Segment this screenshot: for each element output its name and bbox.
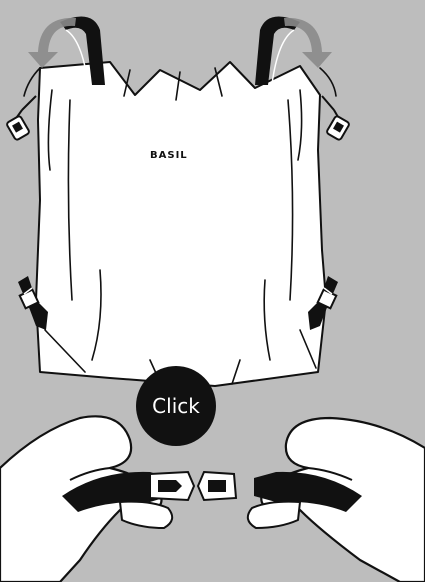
release-buckle-icon bbox=[149, 470, 238, 502]
fingers bbox=[119, 500, 301, 529]
rotation-arrow-icon bbox=[284, 17, 332, 68]
bag-body bbox=[23, 61, 337, 387]
top-left-strap bbox=[60, 16, 105, 85]
top-right-strap bbox=[255, 16, 300, 85]
strap-hook-icon bbox=[308, 276, 338, 330]
brand-logo: BASIL bbox=[150, 150, 188, 161]
strap-hook-icon bbox=[18, 276, 48, 330]
strap bbox=[62, 471, 362, 512]
side-buckle-icon bbox=[6, 95, 37, 141]
click-label: Click bbox=[152, 394, 200, 418]
click-callout: Click bbox=[136, 366, 216, 446]
rotation-arrow-icon bbox=[28, 17, 76, 68]
side-buckle-icon bbox=[321, 95, 350, 141]
